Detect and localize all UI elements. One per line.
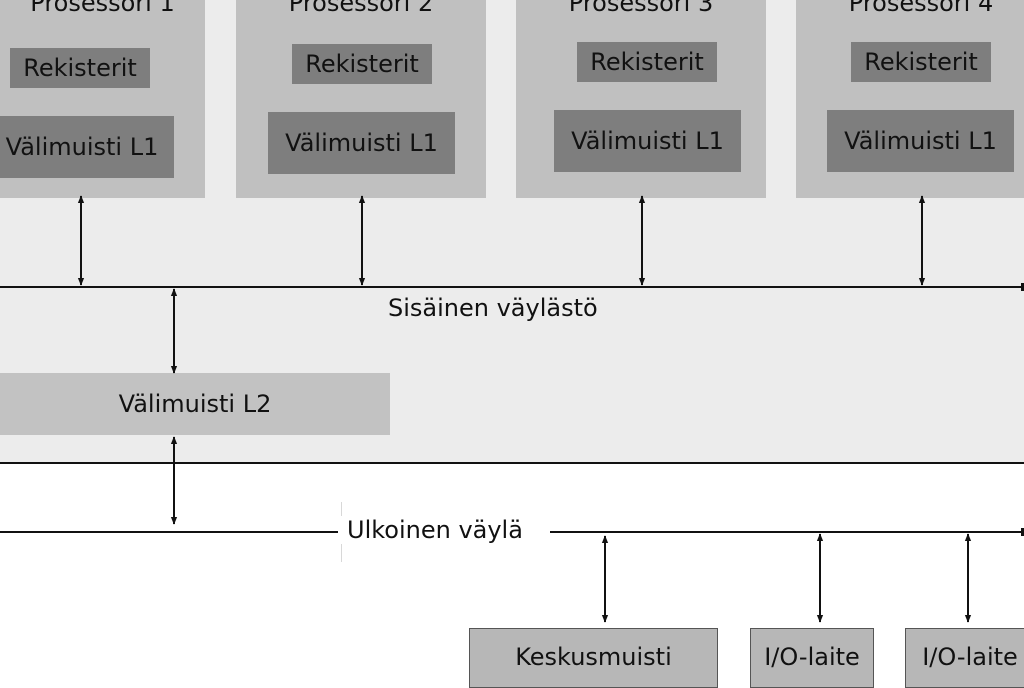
- io-device-2: I/O-laite: [905, 628, 1024, 688]
- processor-1: Prosessori 1 Rekisterit Välimuisti L1: [0, 0, 205, 198]
- io-device-2-label: I/O-laite: [922, 643, 1018, 671]
- processor-2: Prosessori 2 Rekisterit Välimuisti L1: [236, 0, 486, 198]
- processor-4-registers: Rekisterit: [851, 42, 991, 82]
- main-memory-label: Keskusmuisti: [515, 643, 672, 671]
- processor-3-title: Prosessori 3: [568, 0, 714, 17]
- processor-2-registers: Rekisterit: [292, 44, 432, 84]
- external-bus-label: Ulkoinen väylä: [341, 516, 529, 544]
- processor-3-registers: Rekisterit: [577, 42, 717, 82]
- io-device-1-label: I/O-laite: [764, 643, 860, 671]
- processor-3-l1-cache: Välimuisti L1: [554, 110, 741, 172]
- processor-1-l1-cache: Välimuisti L1: [0, 116, 174, 178]
- processor-1-registers: Rekisterit: [10, 48, 150, 88]
- l2-cache: Välimuisti L2: [0, 373, 390, 435]
- internal-bus-label: Sisäinen väylästö: [388, 294, 598, 322]
- processor-1-title: Prosessori 1: [30, 0, 175, 17]
- processor-3: Prosessori 3 Rekisterit Välimuisti L1: [516, 0, 766, 198]
- io-device-1: I/O-laite: [750, 628, 874, 688]
- processor-4: Prosessori 4 Rekisterit Välimuisti L1: [796, 0, 1024, 198]
- processor-4-title: Prosessori 4: [848, 0, 994, 17]
- processor-4-l1-cache: Välimuisti L1: [827, 110, 1014, 172]
- main-memory: Keskusmuisti: [469, 628, 718, 688]
- processor-2-title: Prosessori 2: [288, 0, 434, 17]
- processor-2-l1-cache: Välimuisti L1: [268, 112, 455, 174]
